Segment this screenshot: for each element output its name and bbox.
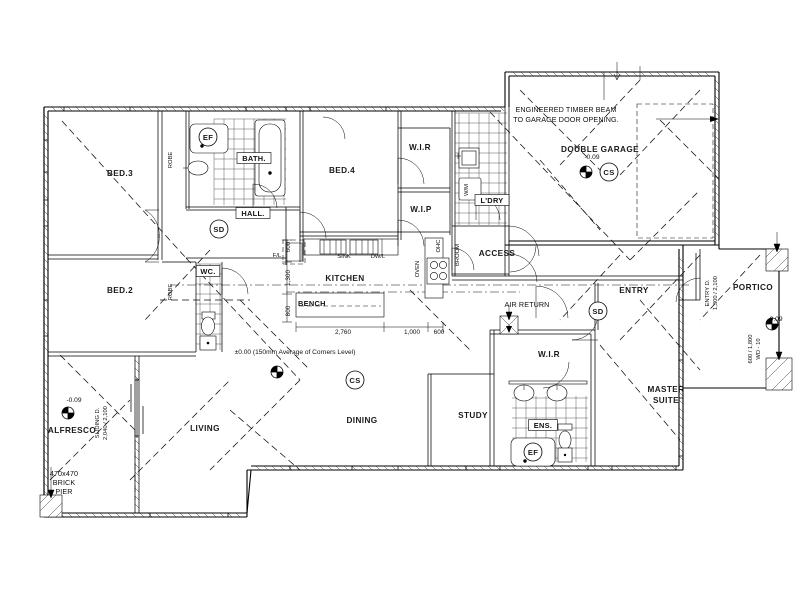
room-label-bed-4-2: BED.4: [329, 166, 355, 175]
boxed-label-wc-: WC.: [200, 267, 215, 276]
vertical-label-7: 2,040 / 2,100: [103, 406, 109, 440]
marker-label: EF: [203, 133, 213, 142]
dimension-v-1: 1,300: [285, 270, 292, 286]
vertical-label-10: 600 / 1,800: [748, 334, 754, 363]
label-box: [474, 194, 510, 206]
vertical-label-5: W/M: [464, 184, 470, 196]
boxed-label-ens-: ENS.: [534, 421, 552, 430]
room-label-w-i-r-12: W.I.R: [409, 143, 431, 152]
room-label-living-4: LIVING: [190, 424, 220, 433]
boxed-label-bench: BENCH: [298, 299, 326, 308]
room-label-bed-2-1: BED.2: [107, 286, 133, 295]
dimension-h-1: 1,000: [404, 329, 420, 336]
room-label-double-garage-8: DOUBLE GARAGE: [561, 145, 639, 154]
marker-sd-0: SD: [209, 219, 229, 239]
vertical-label-9: 1,300 / 2,100: [713, 276, 719, 310]
vertical-label-4: OVEN: [415, 261, 421, 277]
dimension-v-0: 600: [285, 241, 292, 252]
marker-cs-3: CS: [345, 370, 365, 390]
roof-hip-lines: [49, 79, 761, 500]
appliance-label-1: DW/L: [371, 254, 386, 260]
dimension-h-0: 2,760: [335, 329, 351, 336]
room-label-portico-10: PORTICO: [733, 283, 773, 292]
vertical-label-1: ROBE: [168, 284, 174, 301]
marker-label: CS: [603, 168, 614, 177]
room-label-bed-3-0: BED.3: [107, 169, 133, 178]
cooktop-icon: [426, 257, 450, 285]
vertical-label-2: BROOM: [455, 244, 461, 266]
room-label-dining-5: DINING: [346, 416, 377, 425]
room-label-study-6: STUDY: [458, 411, 488, 420]
boxed-label-l-dry: L'DRY: [480, 196, 503, 205]
dimension-v-2: 800: [285, 305, 292, 316]
dimension-h-2: 600: [434, 329, 445, 336]
basin-icon: [187, 160, 209, 176]
level-label-0: -0.09: [584, 154, 599, 161]
boxed-label-bath-: BATH.: [242, 154, 266, 163]
marker-ef-4: EF: [198, 127, 218, 147]
note-4: BRICK: [53, 478, 76, 487]
vertical-label-6: SLIDING D.: [95, 407, 101, 438]
kitchen-joinery: [282, 237, 450, 318]
window-openings: [44, 107, 683, 517]
marker-sd-1: SD: [588, 301, 608, 321]
level-label-2: -0.09: [767, 316, 782, 323]
vertical-label-0: ROBE: [168, 152, 174, 169]
marker-cs-2: CS: [599, 162, 619, 182]
label-box: [528, 419, 558, 431]
sink-icon: [319, 239, 347, 255]
note-0: ENGINEERED TIMBER BEAM: [515, 105, 616, 114]
label-box: [236, 152, 272, 164]
appliance-label-2: F/L: [273, 253, 282, 259]
toilet-pan-icon: [201, 316, 215, 336]
marker-label: SD: [592, 307, 603, 316]
level-label-3: ±0.00 (150mm Average of Corners Level): [235, 349, 356, 356]
marker-label: EF: [528, 448, 538, 457]
bench-island-icon: [295, 292, 385, 318]
label-box: [235, 207, 271, 219]
room-label-entry-9: ENTRY: [619, 286, 649, 295]
room-label-w-i-r-14: W.I.R: [538, 350, 560, 359]
garage-beam-outline: [603, 62, 719, 239]
marker-label: SD: [213, 225, 224, 234]
plumbing-fixtures: [183, 119, 588, 467]
sliding-door-icon: [130, 378, 144, 438]
boxed-label-hall-: HALL.: [241, 209, 264, 218]
vertical-label-3: OHC: [436, 240, 442, 253]
fridge-space-icon: [282, 239, 306, 265]
marker-ef-5: EF: [523, 442, 543, 462]
wall-structure: [43, 71, 780, 518]
label-box: [195, 265, 221, 277]
room-label-access-11: ACCESS: [479, 249, 516, 258]
level-markers: [61, 165, 779, 420]
dishwasher-icon: [349, 239, 379, 255]
marker-label: CS: [349, 376, 360, 385]
dimension-lines: [282, 239, 444, 332]
door-swings: [144, 116, 701, 389]
level-label-1: -0.09: [66, 397, 81, 404]
note-5: PIER: [55, 487, 72, 496]
note-1: TO GARAGE DOOR OPENING.: [513, 115, 619, 124]
brick-piers: [39, 232, 793, 518]
room-label-alfresco-7: ALFRESCO: [48, 426, 96, 435]
note-2: AIR RETURN: [505, 300, 550, 309]
room-label-w-i-p-13: W.I.P: [410, 205, 432, 214]
room-label-kitchen-3: KITCHEN: [325, 274, 364, 283]
toilet-pan-icon: [558, 430, 572, 450]
brick-pier-icon: [765, 357, 793, 391]
note-3: 470x470: [50, 469, 78, 478]
vertical-label-11: WD - 10: [756, 338, 762, 359]
vertical-label-8: ENTRY D.: [705, 279, 711, 306]
appliance-label-0: SINK: [337, 254, 351, 260]
